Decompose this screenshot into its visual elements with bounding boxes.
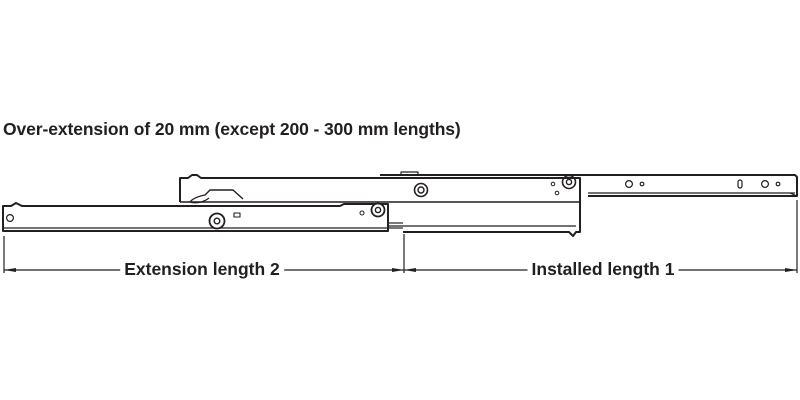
mounting-holes — [624, 179, 781, 189]
inner-rail — [2, 202, 403, 232]
installed-length-label: Installed length 1 — [527, 259, 679, 280]
inner-rail-rollers — [208, 202, 386, 230]
diagram-caption: Over-extension of 20 mm (except 200 - 30… — [3, 119, 461, 139]
extension-length-label: Extension length 2 — [120, 259, 284, 280]
middle-rail-rollers — [413, 174, 577, 198]
middle-rail — [179, 174, 581, 237]
outer-rail — [380, 171, 798, 197]
